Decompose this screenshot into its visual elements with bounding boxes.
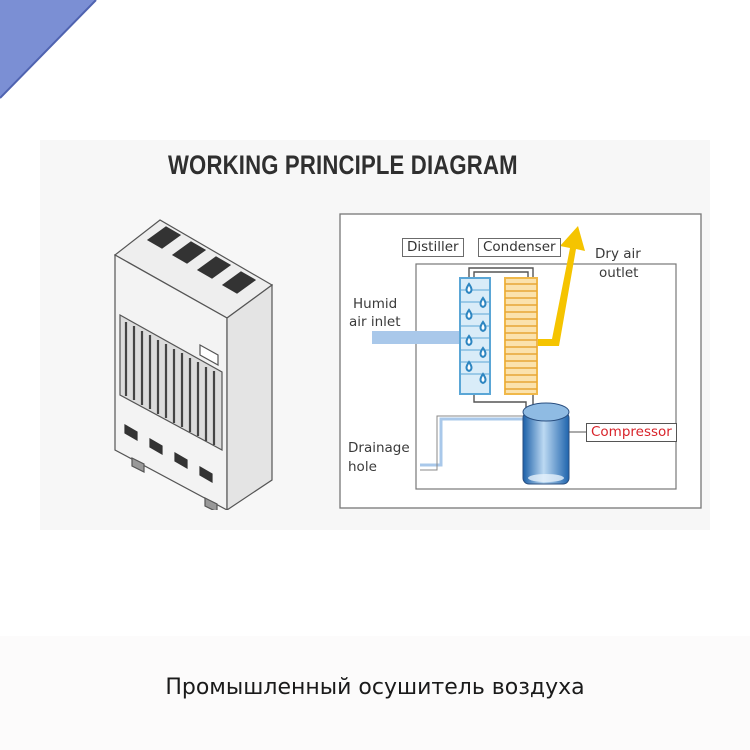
corner-decoration xyxy=(0,0,97,99)
condenser-label: Condenser xyxy=(478,238,561,257)
dry-air-outlet-label-line2: outlet xyxy=(599,265,639,281)
working-principle-schematic xyxy=(339,213,702,509)
diagram-title: WORKING PRINCIPLE DIAGRAM xyxy=(168,150,518,180)
drainage-hole-label-line2: hole xyxy=(348,459,377,475)
humid-air-arrow xyxy=(372,331,460,344)
humid-air-inlet-label-line2: air inlet xyxy=(349,314,401,330)
dry-air-outlet-label-line1: Dry air xyxy=(595,246,641,262)
unit-enclosure xyxy=(415,263,677,490)
dehumidifier-unit-illustration xyxy=(113,219,274,510)
compressor-label: Compressor xyxy=(586,423,677,442)
distiller-label: Distiller xyxy=(402,238,464,257)
drainage-hole-label-line1: Drainage xyxy=(348,440,410,456)
dry-air-arrow xyxy=(533,226,585,346)
compressor-tank xyxy=(522,402,570,485)
condenser-coil xyxy=(504,277,538,395)
caption-bar xyxy=(0,636,750,750)
product-caption: Промышленный осушитель воздуха xyxy=(165,675,585,700)
humid-air-inlet-label-line1: Humid xyxy=(353,296,398,312)
distiller-coil xyxy=(459,277,491,395)
